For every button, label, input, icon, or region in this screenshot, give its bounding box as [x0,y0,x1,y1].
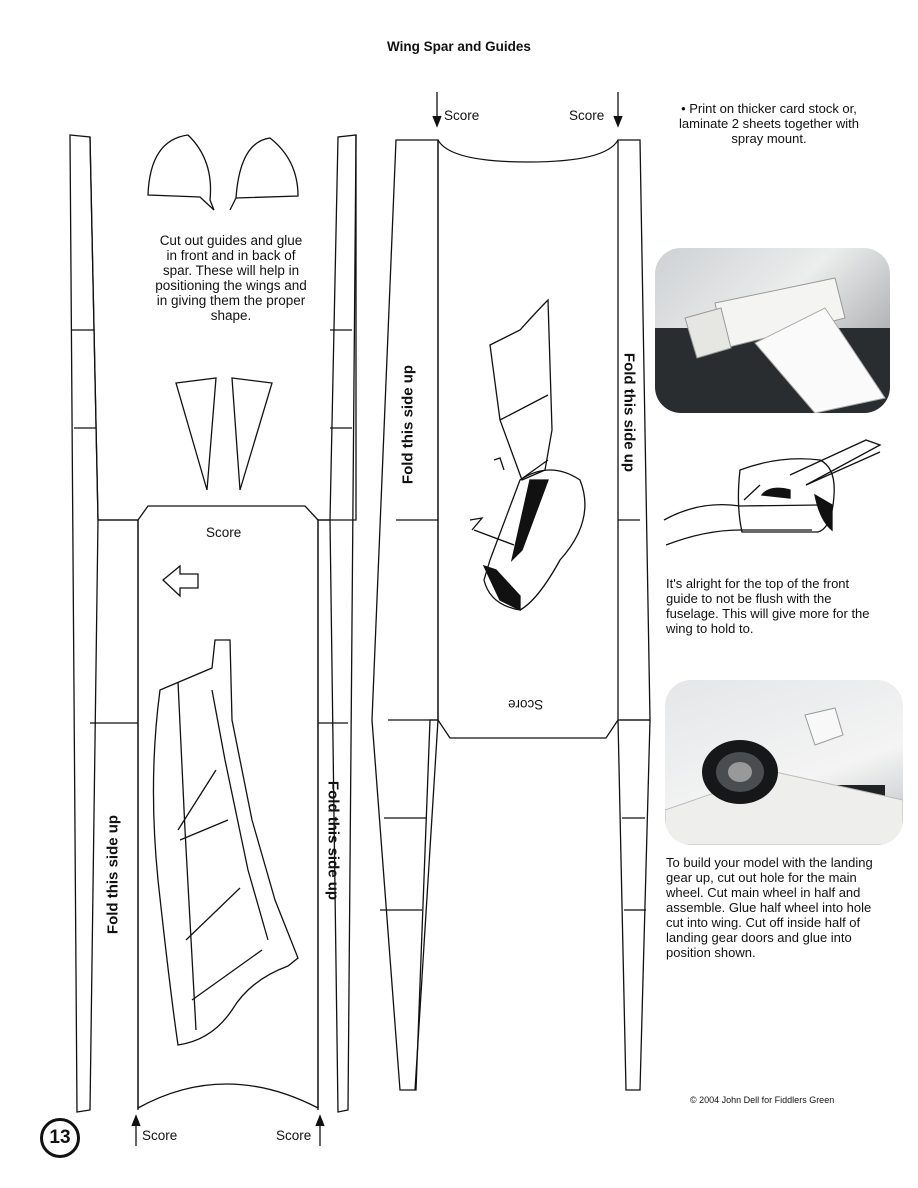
landing-gear-note: To build your model with the landing gea… [666,855,873,960]
fold-label-left-spar-left: Fold this side up [104,814,122,935]
spar-drawing [489,298,553,481]
photo-landing-gear [665,680,903,845]
fold-label-middle-right: Fold this side up [620,352,638,473]
score-label-bottom-left: Score [142,1128,178,1143]
wing-panel-drawing [152,639,299,1046]
guide-top-right [229,137,299,211]
guide-bottom-left [175,377,217,491]
score-label-bottom-right: Score [276,1128,312,1143]
fold-label-middle-left: Fold this side up [399,364,417,485]
copyright-notice: © 2004 John Dell for Fiddlers Green [690,1095,835,1105]
fold-label-left-spar-right: Fold this side up [324,780,342,901]
print-note: • Print on thicker card stock or, lamina… [679,101,859,146]
score-label-middle-inverted: Score [508,697,544,712]
page-title: Wing Spar and Guides [387,39,531,54]
page-number-badge: 13 [40,1118,80,1158]
score-label-left-spar: Score [206,525,242,540]
guide-drawing [483,469,586,611]
alignment-note: It's alright for the top of the front gu… [666,576,870,636]
left-arrow-outline [162,564,199,598]
guides-note: Cut out guides and glue in front and in … [155,233,307,323]
guide-bottom-right [231,377,273,491]
left-spar-outline [69,134,99,1113]
photo-wing-spar [655,248,890,413]
score-label-top-left: Score [444,108,480,123]
wing-assembly-illustration [663,439,882,546]
guide-top-left [147,134,215,211]
middle-spar-body [371,139,439,1091]
score-label-top-right: Score [569,108,605,123]
